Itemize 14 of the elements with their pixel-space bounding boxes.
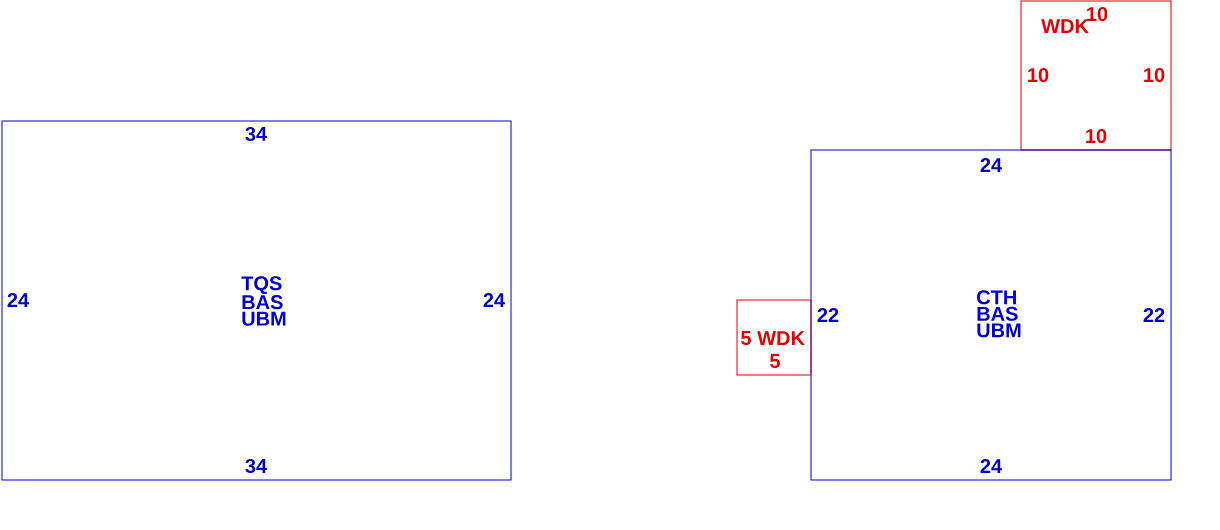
dimension-label: 34: [245, 126, 267, 142]
dimension-label: 24: [980, 158, 1002, 172]
dimension-label: 10: [1086, 128, 1107, 144]
dimension-label: 5: [741, 331, 751, 345]
dimension-label: 10: [1087, 6, 1108, 22]
dimension-label: 22: [817, 308, 839, 322]
dimension-label: 24: [483, 293, 505, 307]
dimension-label: 10: [1144, 67, 1165, 83]
dimension-label: 34: [245, 458, 267, 474]
dimension-label: 24: [980, 459, 1002, 473]
dimension-label: 5: [770, 354, 780, 368]
dimension-label: 22: [1143, 308, 1165, 322]
dimension-label: 10: [1028, 67, 1049, 83]
dimension-label: 24: [7, 293, 29, 307]
